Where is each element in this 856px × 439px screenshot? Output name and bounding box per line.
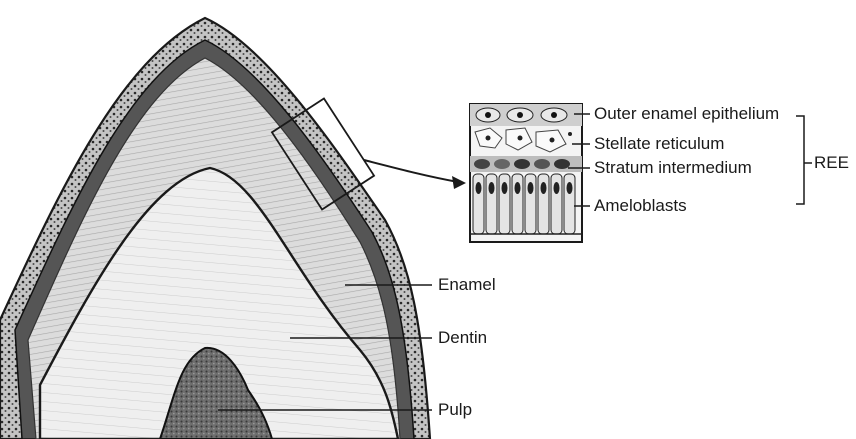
arrow-head: [452, 176, 466, 189]
ree-bracket: [796, 116, 804, 204]
magnification-arrow: [364, 160, 458, 182]
label-pulp: Pulp: [438, 400, 472, 420]
label-ameloblasts: Ameloblasts: [594, 196, 687, 216]
label-stellate-reticulum: Stellate reticulum: [594, 134, 724, 154]
label-ree: REE: [814, 153, 849, 173]
label-dentin: Dentin: [438, 328, 487, 348]
label-enamel: Enamel: [438, 275, 496, 295]
label-outer-enamel-epithelium: Outer enamel epithelium: [594, 104, 779, 124]
inset-magnification: [470, 104, 582, 242]
label-stratum-intermedium: Stratum intermedium: [594, 158, 752, 178]
